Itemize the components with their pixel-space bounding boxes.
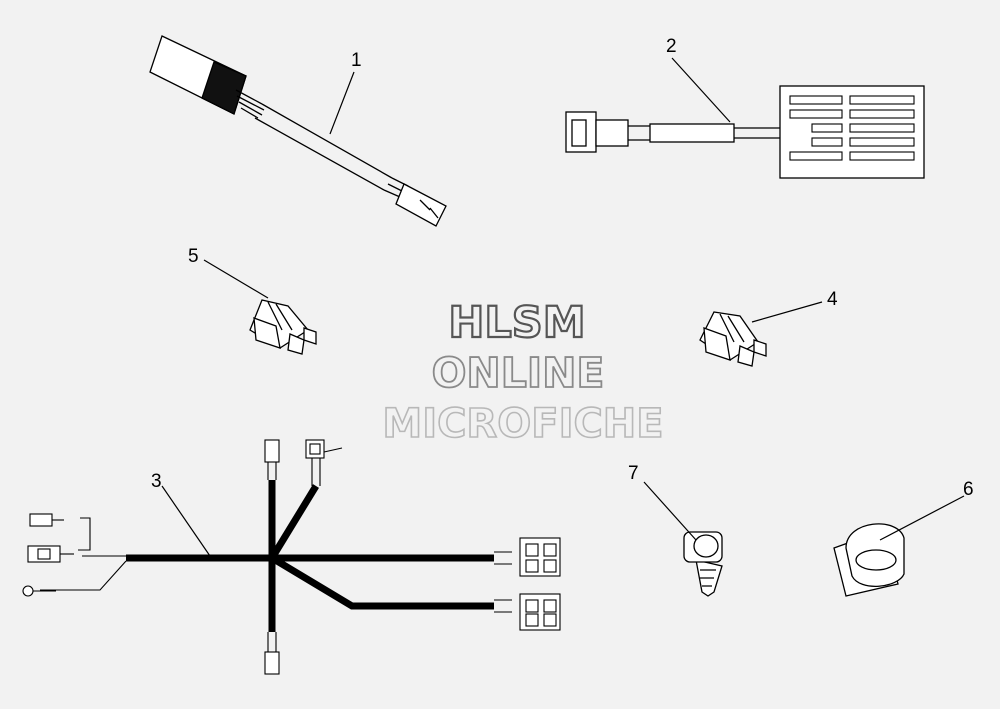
callout-2: 2 xyxy=(666,36,677,57)
part-3-main-harness xyxy=(22,439,561,675)
callout-5: 5 xyxy=(188,246,199,267)
callout-leaders xyxy=(161,57,965,557)
callout-4: 4 xyxy=(827,289,838,310)
callout-6: 6 xyxy=(963,479,974,500)
part-6-adhesive-clip xyxy=(833,523,905,597)
watermark-line-2: ONLINE xyxy=(432,349,605,397)
part-5-rocker-switch xyxy=(249,299,317,355)
callout-7: 7 xyxy=(628,463,639,484)
watermark-line-3: MICROFICHE xyxy=(382,401,663,447)
part-1-harness xyxy=(149,35,447,227)
part-2-harness-pad xyxy=(565,85,925,179)
callout-3: 3 xyxy=(151,471,162,492)
part-4-rocker-switch xyxy=(699,311,767,367)
part-7-clip xyxy=(683,531,723,597)
watermark-line-1: HLSM xyxy=(448,298,585,348)
callout-1: 1 xyxy=(351,50,362,71)
